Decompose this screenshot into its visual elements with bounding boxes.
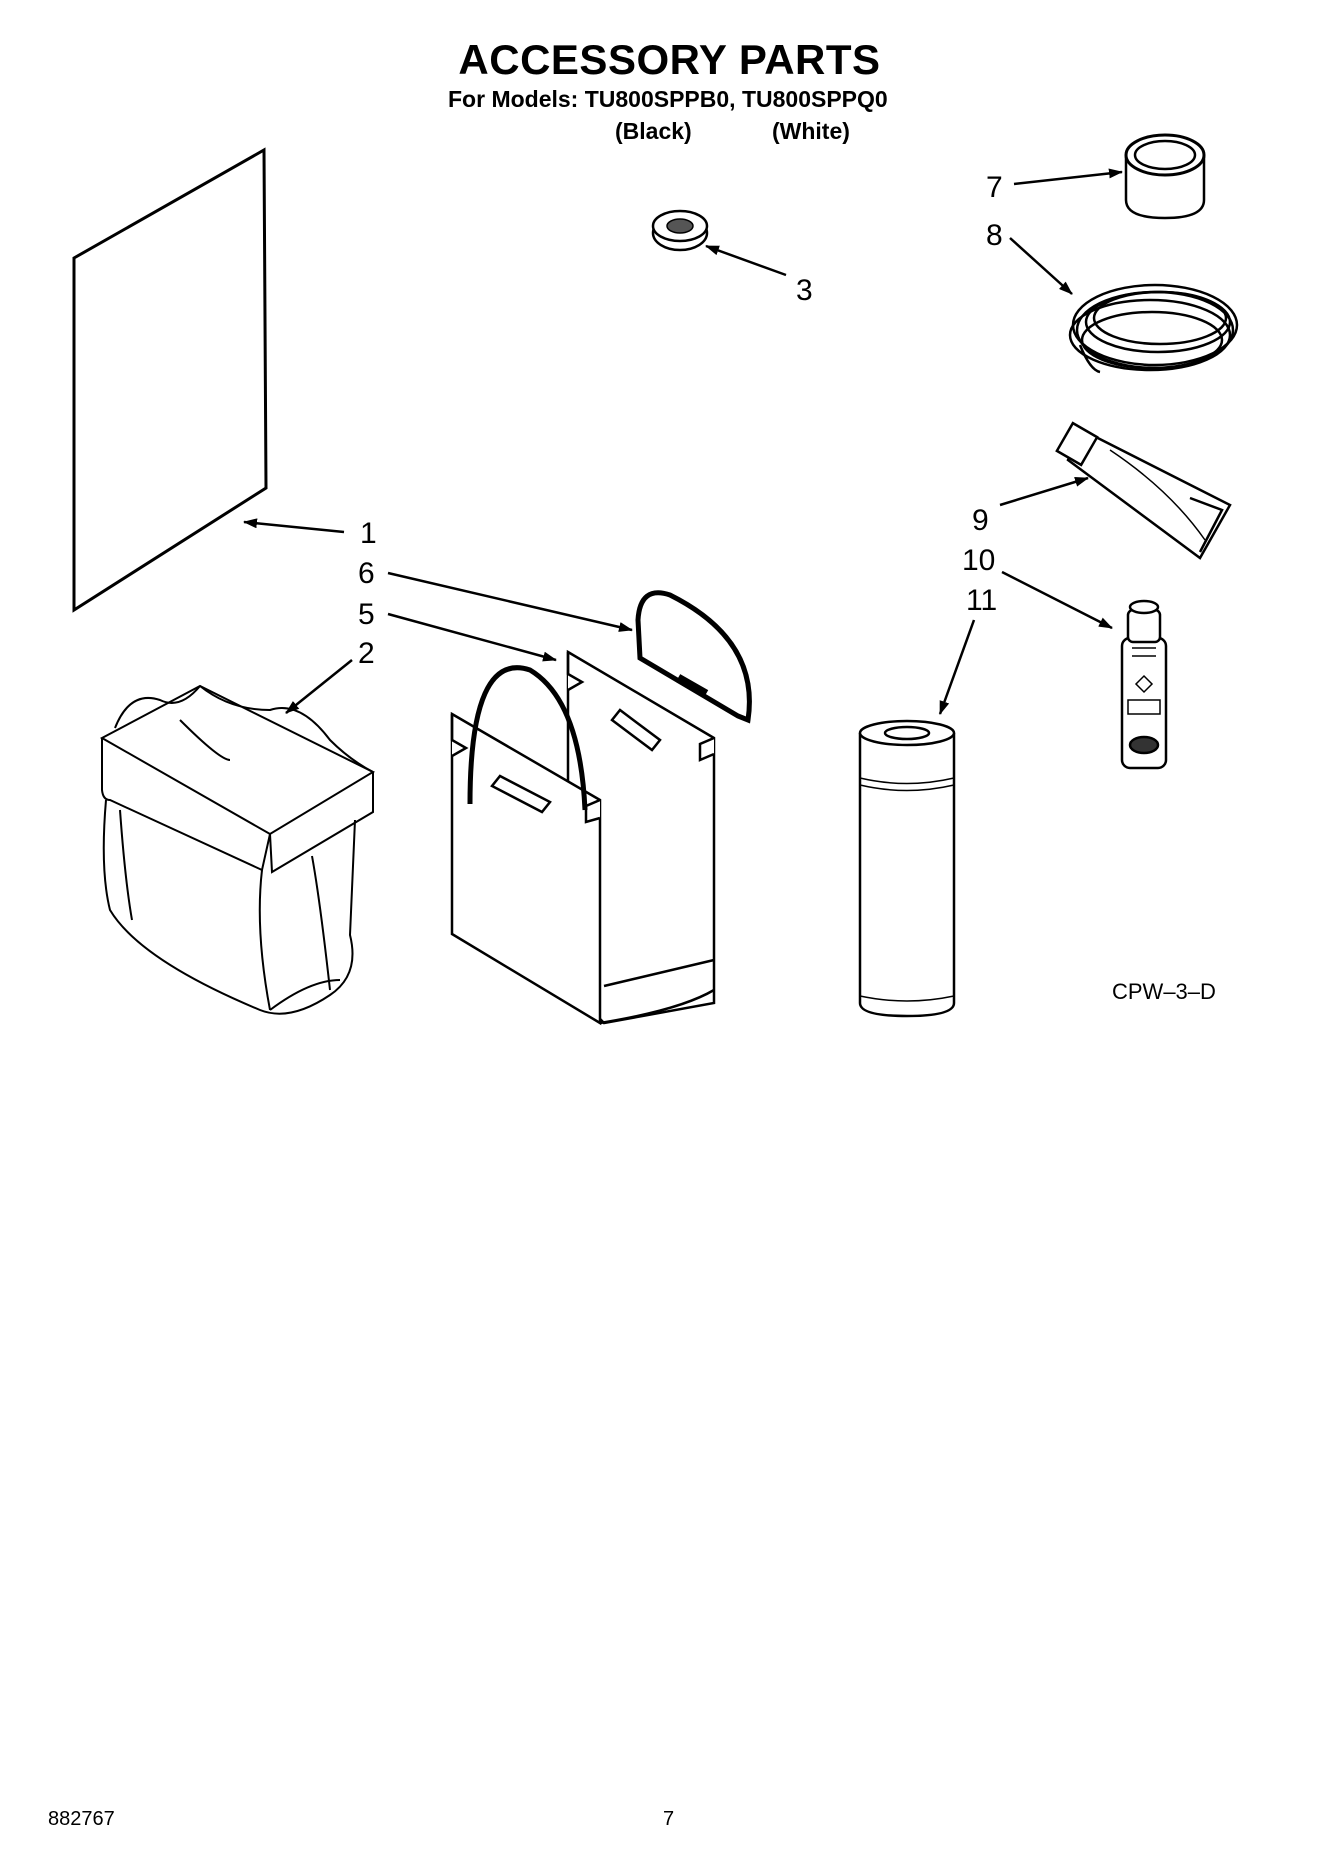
leader-6 [387,571,633,632]
callout-3: 3 [796,274,813,307]
callout-6: 6 [358,557,375,590]
page-title: ACCESSORY PARTS [458,36,881,83]
part-6-handle [467,590,752,811]
part-8-hose-coil [1068,283,1239,374]
part-5-bag-holder [450,649,716,1026]
illustration-code: CPW–3–D [1112,979,1216,1004]
part-7-cap [1124,133,1206,220]
callout-1: 1 [360,517,377,550]
part-11-spray-can [858,719,956,1018]
part-3-grommet [651,209,709,252]
leader-1 [243,518,345,534]
callout-5: 5 [358,598,375,631]
part-1-panel [72,147,268,613]
leader-3 [705,244,787,277]
callout-8: 8 [986,219,1003,252]
page-number: 7 [663,1808,675,1830]
callout-11: 11 [966,584,997,617]
document-number: 882767 [48,1808,115,1830]
models-line: For Models: TU800SPPB0, TU800SPPQ0 [448,86,888,112]
callout-10: 10 [962,544,995,577]
leader-5 [387,612,557,662]
leader-7 [1013,168,1123,186]
callout-numbers: 1 2 3 5 6 7 8 9 10 11 [358,171,1003,670]
callout-9: 9 [972,504,989,537]
variant-black: (Black) [615,118,692,144]
leader-8 [1009,237,1073,295]
leader-10 [1001,570,1113,630]
leader-lines [243,168,1123,715]
part-2-bag [99,684,376,1015]
leader-9 [999,476,1089,507]
callout-2: 2 [358,637,375,670]
callout-7: 7 [986,171,1003,204]
part-9-tube [1055,421,1232,560]
leader-2 [285,659,353,714]
variant-white: (White) [772,118,850,144]
part-10-dispenser [1120,599,1168,770]
leader-11 [938,619,976,715]
